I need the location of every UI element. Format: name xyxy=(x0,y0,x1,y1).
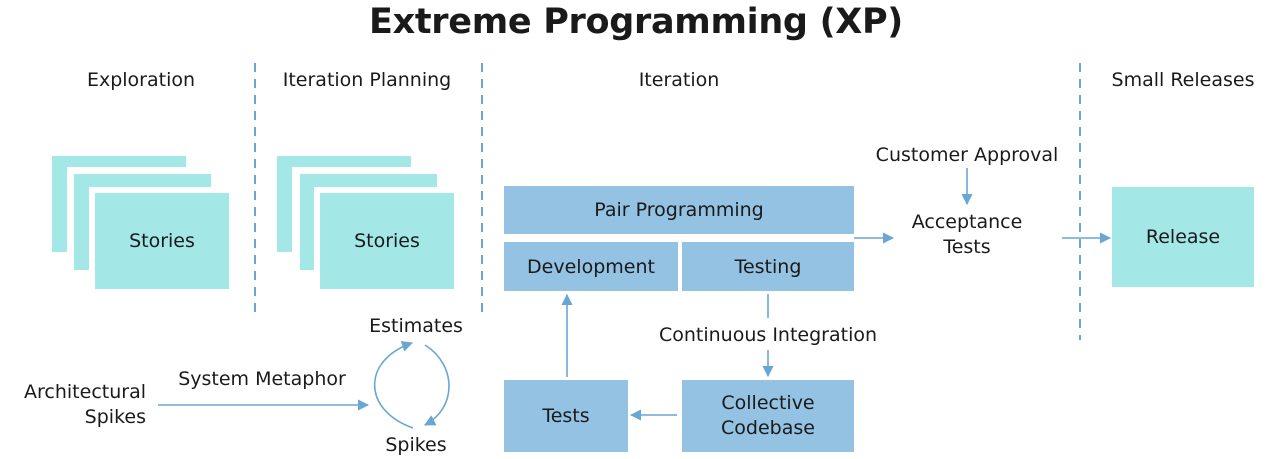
phase-small-releases: Small Releases xyxy=(1111,69,1255,91)
acceptance-tests-label: Acceptance Tests xyxy=(911,211,1023,258)
collective-codebase-label: Collective Codebase xyxy=(721,392,815,439)
planning-stories-card: Stories xyxy=(320,193,454,289)
collective-codebase-box: Collective Codebase xyxy=(682,380,854,452)
testing-label: Testing xyxy=(734,255,802,278)
release-label: Release xyxy=(1145,226,1221,248)
page-title: Extreme Programming (XP) xyxy=(368,2,904,42)
system-metaphor-label: System Metaphor xyxy=(178,368,346,390)
tests-label: Tests xyxy=(542,405,590,427)
exploration-stories-label: Stories xyxy=(129,230,195,252)
pair-programming-label: Pair Programming xyxy=(594,199,764,221)
cycle-arrow-right xyxy=(424,344,450,426)
estimates-label: Estimates xyxy=(369,315,463,337)
development-box: Development xyxy=(504,242,678,291)
tests-box: Tests xyxy=(504,380,628,452)
pair-programming-box: Pair Programming xyxy=(504,186,854,234)
architectural-spikes-label: Architectural Spikes xyxy=(24,381,146,428)
release-box: Release xyxy=(1112,187,1254,287)
exploration-stories-card: Stories xyxy=(95,193,229,289)
phase-iteration: Iteration xyxy=(638,69,720,91)
phase-iteration-planning: Iteration Planning xyxy=(282,69,452,91)
phase-exploration: Exploration xyxy=(86,69,196,91)
planning-stories-label: Stories xyxy=(354,230,420,252)
cycle-arrow-left xyxy=(374,340,414,429)
continuous-integration-label: Continuous Integration xyxy=(658,324,878,346)
spikes-label: Spikes xyxy=(385,434,447,456)
customer-approval-label: Customer Approval xyxy=(875,144,1059,166)
development-label: Development xyxy=(527,255,655,278)
testing-box: Testing xyxy=(682,242,854,291)
